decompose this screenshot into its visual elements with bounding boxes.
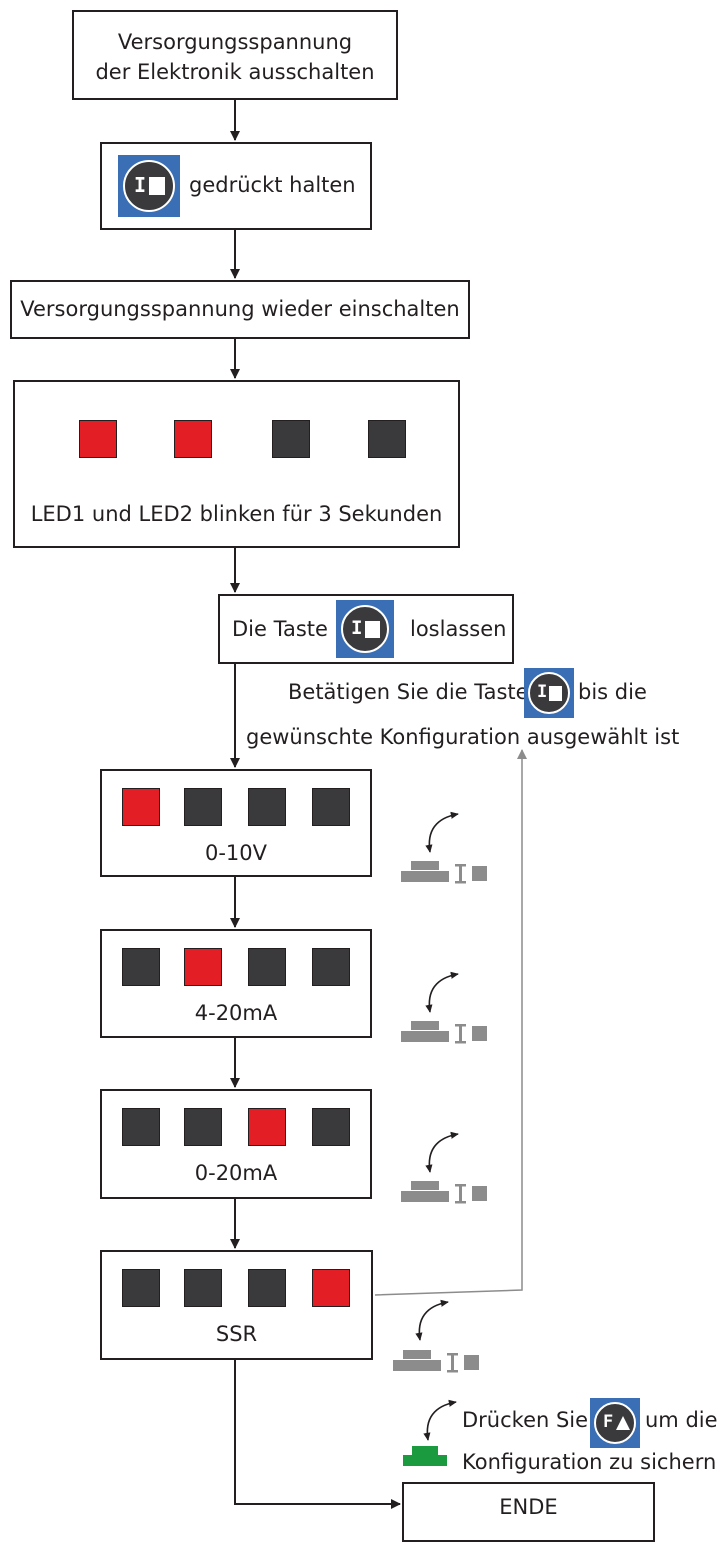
press-hints <box>393 811 487 1466</box>
step-power-off: Versorgungsspannung der Elektronik aussc… <box>72 10 398 100</box>
config-label: SSR <box>215 1322 258 1346</box>
step-release-suffix: loslassen <box>410 617 507 641</box>
led-1 <box>122 1269 160 1307</box>
led-4 <box>312 788 350 826</box>
led-4 <box>368 420 406 458</box>
led-3 <box>272 420 310 458</box>
led-1 <box>122 788 160 826</box>
arrow-to-end <box>234 1358 401 1509</box>
led-2 <box>184 788 222 826</box>
curved-arrow-icon <box>425 811 459 853</box>
led-2 <box>174 420 212 458</box>
led-1 <box>79 420 117 458</box>
step-led-blink-label: LED1 und LED2 blinken für 3 Sekunden <box>30 502 443 526</box>
curved-arrow-icon <box>415 1299 449 1341</box>
press-hint-4 <box>393 1299 479 1373</box>
led-3 <box>248 788 286 826</box>
curved-arrow-icon <box>423 1399 457 1441</box>
press-instruction-line2: gewünschte Konfiguration ausgewählt ist <box>246 725 680 749</box>
led-2 <box>184 1269 222 1307</box>
curved-arrow-icon <box>425 971 459 1013</box>
save-line1-prefix: Drücken Sie <box>462 1408 589 1432</box>
config-4-20ma: 4-20mA <box>100 929 372 1038</box>
flow-arrows <box>230 98 401 1509</box>
config-label: 0-20mA <box>194 1161 278 1185</box>
step-power-off-line2: der Elektronik ausschalten <box>95 60 375 84</box>
config-0-20ma: 0-20mA <box>100 1089 372 1199</box>
step-power-off-line1: Versorgungsspannung <box>117 30 353 54</box>
function-button-icon: F <box>590 1398 640 1448</box>
step-release-prefix: Die Taste <box>232 617 328 641</box>
step-power-on-label: Versorgungsspannung wieder einschalten <box>20 297 460 321</box>
led-4 <box>312 1269 350 1307</box>
step-led-blink: LED1 und LED2 blinken für 3 Sekunden <box>13 380 460 548</box>
led-3 <box>248 1108 286 1146</box>
step-power-on: Versorgungsspannung wieder einschalten <box>10 280 470 339</box>
mode-button-icon: I <box>336 600 394 658</box>
press-instruction-line1-suffix: bis die <box>578 680 647 704</box>
led-4 <box>312 1108 350 1146</box>
save-hint <box>403 1399 457 1466</box>
step-hold-button: I gedrückt halten <box>100 142 372 230</box>
press-hint-3 <box>401 1131 487 1204</box>
end-label: ENDE <box>499 1495 558 1519</box>
end-box: ENDE <box>402 1482 655 1542</box>
led-3 <box>248 948 286 986</box>
config-ssr: SSR <box>100 1250 373 1360</box>
mode-button-icon: I <box>118 155 180 217</box>
led-2 <box>184 1108 222 1146</box>
mode-button-icon: I <box>524 668 574 718</box>
led-2 <box>184 948 222 986</box>
step-release: Die Taste I loslassen <box>218 594 514 664</box>
save-line2: Konfiguration zu sichern <box>462 1450 717 1474</box>
press-instruction-line1-prefix: Betätigen Sie die Taste <box>288 680 529 704</box>
led-1 <box>122 1108 160 1146</box>
config-0-10v: 0-10V <box>100 769 372 877</box>
save-press-button-icon <box>403 1446 447 1466</box>
led-3 <box>248 1269 286 1307</box>
press-button-icon <box>401 1021 487 1044</box>
curved-arrow-icon <box>425 1131 459 1173</box>
save-line1-suffix: um die <box>645 1408 718 1432</box>
press-button-icon <box>401 861 487 884</box>
loop-back-arrow <box>374 749 527 1296</box>
led-1 <box>122 948 160 986</box>
config-label: 4-20mA <box>194 1001 278 1025</box>
config-label: 0-10V <box>204 841 268 865</box>
step-hold-button-label: gedrückt halten <box>189 173 356 197</box>
press-button-icon <box>401 1181 487 1204</box>
press-hint-2 <box>401 971 487 1044</box>
led-4 <box>312 948 350 986</box>
press-hint-1 <box>401 811 487 884</box>
press-button-icon <box>393 1350 479 1373</box>
